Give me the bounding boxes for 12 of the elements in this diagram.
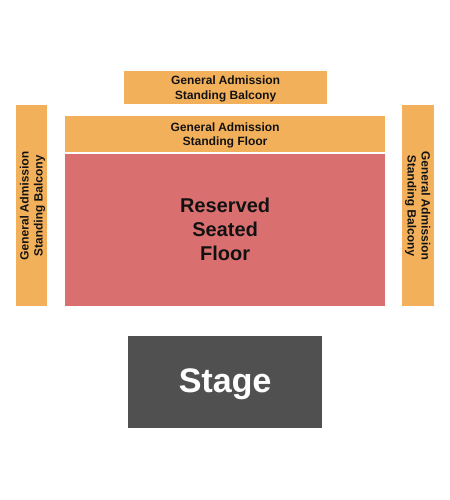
seating-section bbox=[402, 105, 434, 306]
seating-section bbox=[16, 105, 47, 306]
seating-section bbox=[65, 154, 385, 306]
section-label: General Admission Standing Balcony bbox=[404, 150, 432, 262]
section-label: General Admission Standing Balcony bbox=[170, 73, 281, 102]
section-label: General Admission Standing Floor bbox=[170, 120, 280, 148]
section-label: General Admission Standing Balcony bbox=[17, 150, 46, 262]
stage-area bbox=[128, 336, 322, 428]
stage-label: Stage bbox=[178, 363, 272, 401]
seating-section bbox=[124, 71, 327, 104]
section-label: Reserved Seated Floor bbox=[178, 194, 272, 266]
seating-section bbox=[65, 116, 385, 152]
